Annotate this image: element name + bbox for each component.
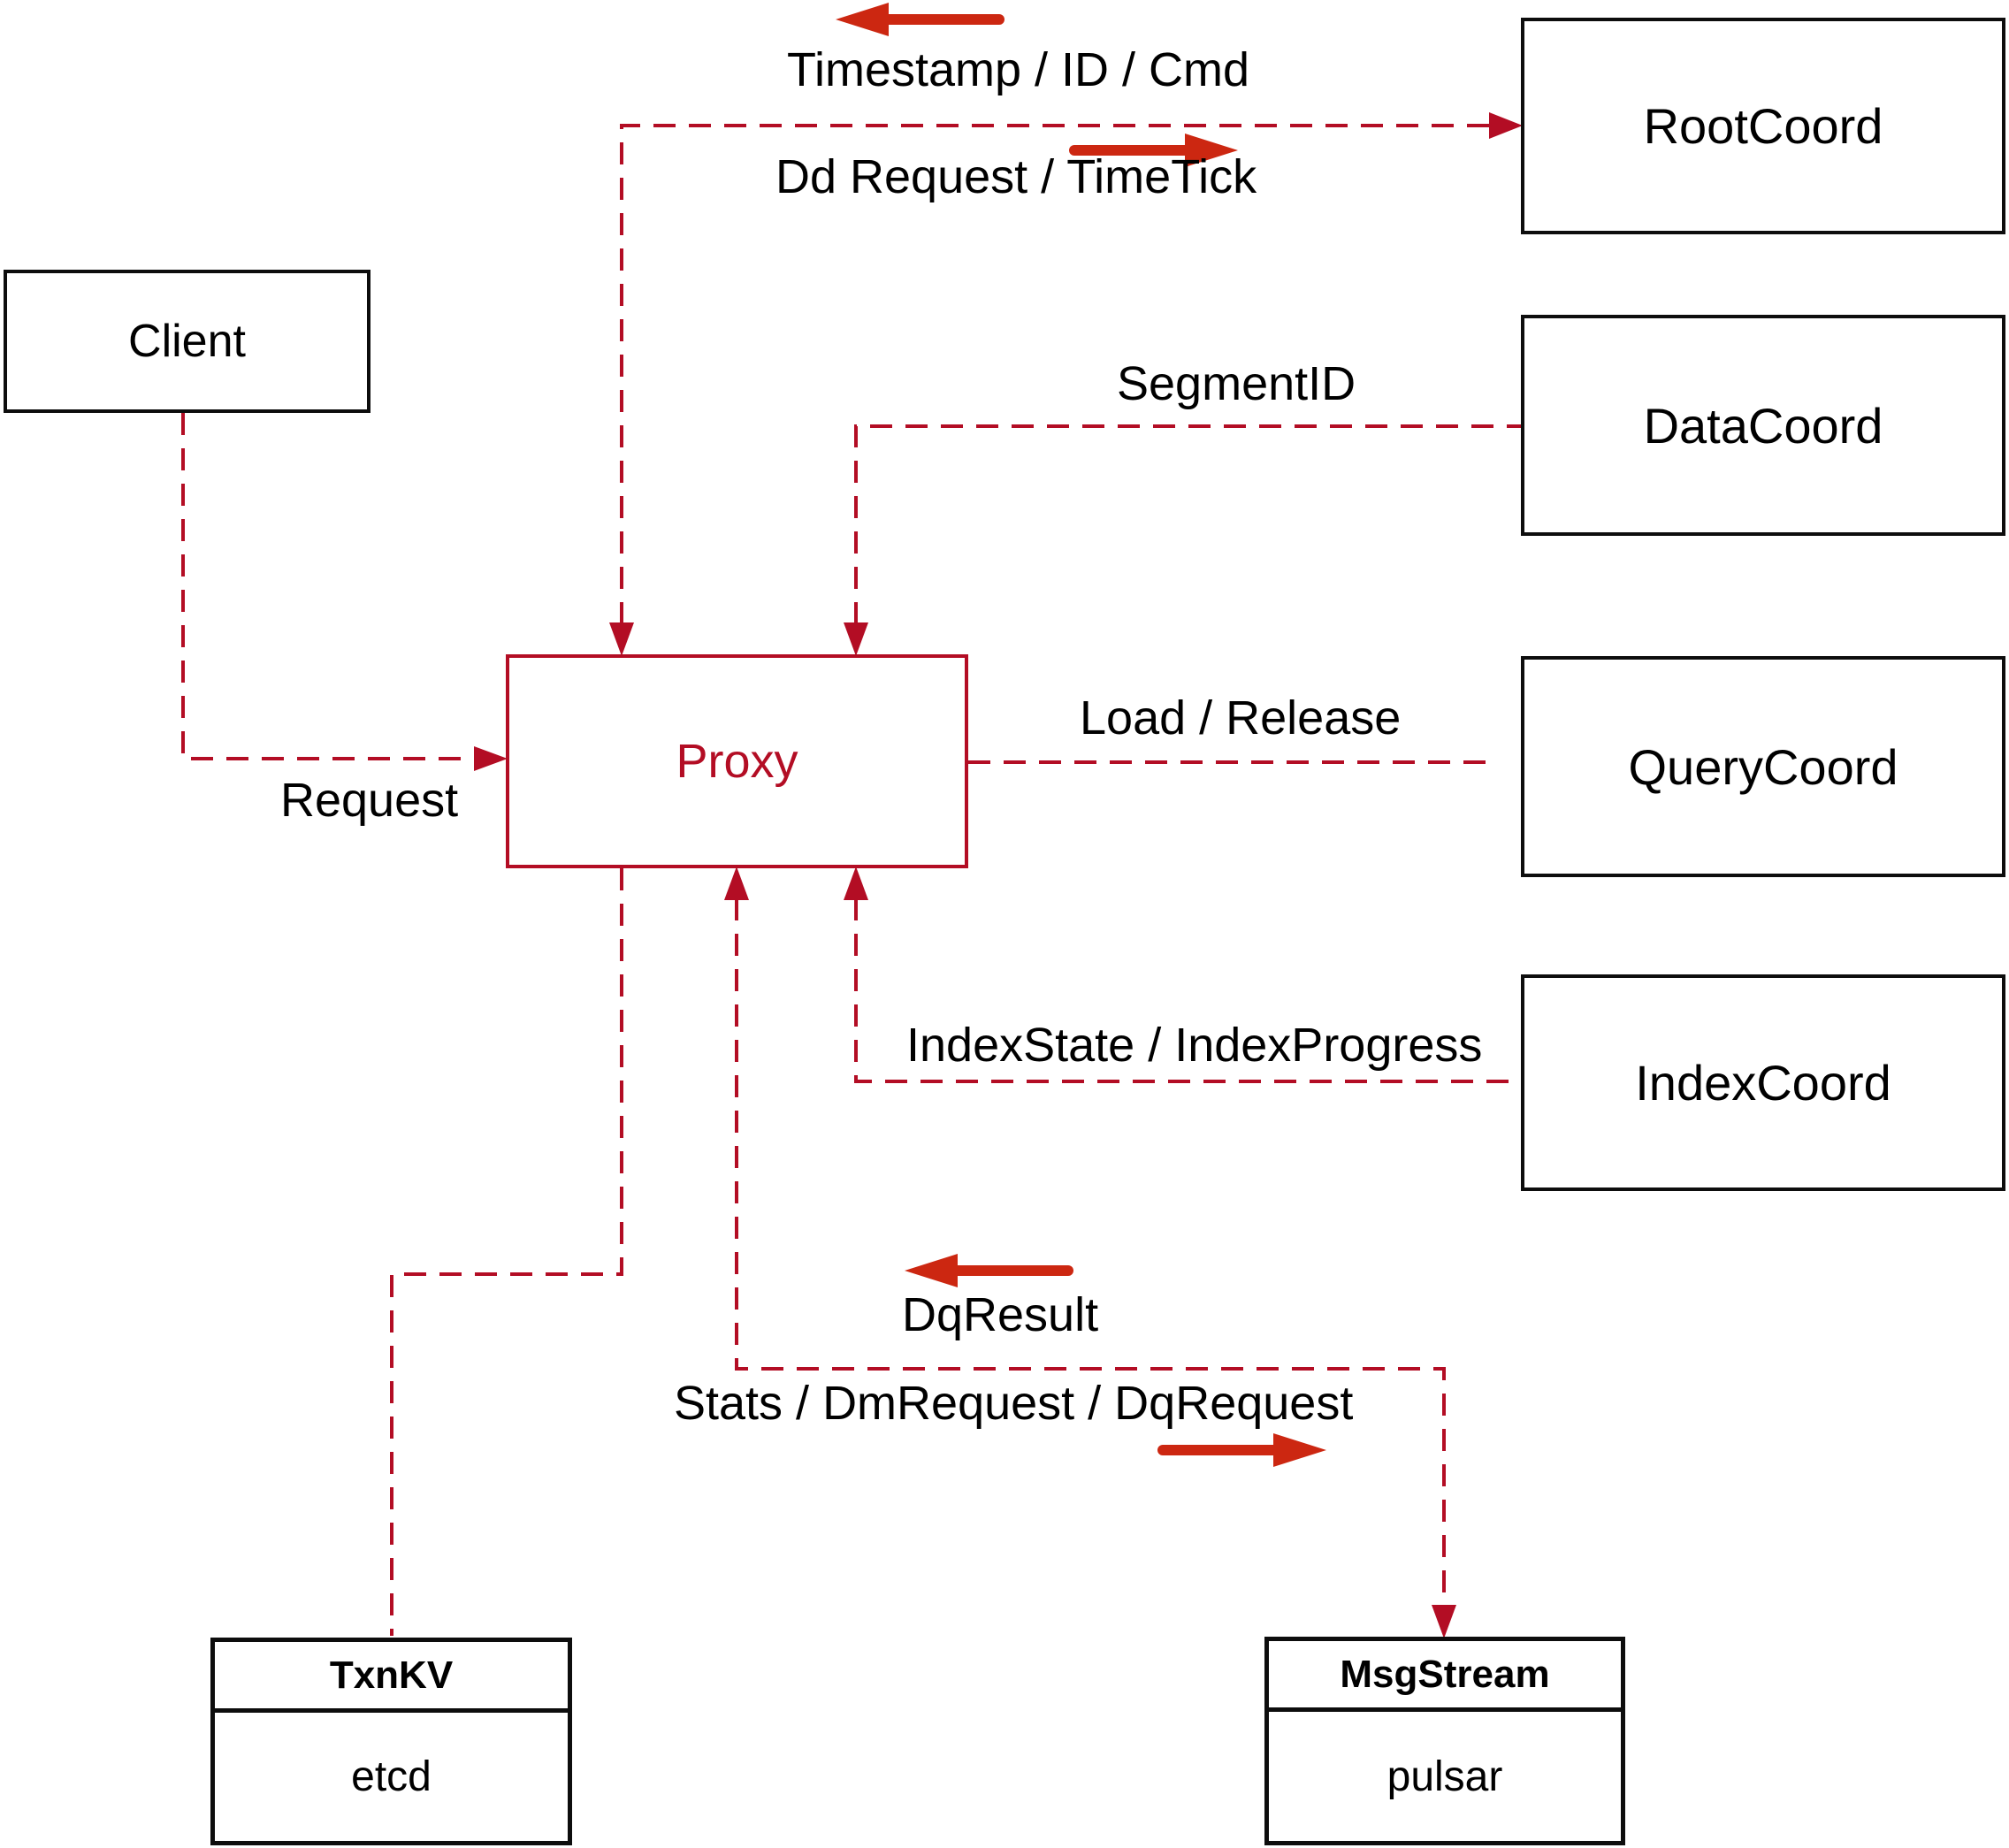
edge-label-request: Request — [280, 774, 459, 827]
node-indexcoord-label: IndexCoord — [1635, 1055, 1891, 1111]
node-client-label: Client — [128, 316, 246, 367]
edge-proxy-datacoord — [854, 424, 1521, 624]
direction-arrow-dqresult-left-icon — [905, 1254, 1073, 1287]
arrowhead-into-proxy-top-left — [609, 622, 634, 656]
direction-arrow-timestamp-left-icon — [836, 3, 1004, 36]
edge-label-stats: Stats / DmRequest / DqRequest — [674, 1377, 1354, 1430]
node-querycoord: QueryCoord — [1521, 656, 2005, 877]
edge-label-index-state: IndexState / IndexProgress — [906, 1019, 1483, 1072]
edge-proxy-msgstream — [735, 898, 1446, 1607]
edge-label-load-release: Load / Release — [1080, 691, 1402, 745]
arrowhead-into-proxy-bottom-right — [844, 867, 868, 900]
edge-proxy-indexcoord — [854, 898, 1521, 1083]
node-client: Client — [4, 270, 370, 413]
node-proxy: Proxy — [506, 654, 968, 868]
node-datacoord-label: DataCoord — [1643, 397, 1883, 454]
arrowhead-into-rootcoord — [1489, 112, 1523, 139]
direction-arrow-stats-right-icon — [1157, 1433, 1326, 1467]
arrowhead-into-proxy-bottom-left — [724, 867, 749, 900]
node-msgstream-subtitle: pulsar — [1386, 1753, 1503, 1800]
node-rootcoord: RootCoord — [1521, 18, 2005, 234]
node-txnkv-title: TxnKV — [215, 1642, 568, 1713]
node-rootcoord-label: RootCoord — [1643, 98, 1883, 154]
node-msgstream-title: MsgStream — [1269, 1641, 1621, 1712]
edge-client-proxy — [181, 413, 474, 760]
node-querycoord-label: QueryCoord — [1628, 738, 1898, 795]
node-indexcoord: IndexCoord — [1521, 974, 2005, 1191]
edge-label-segment-id: SegmentID — [1117, 357, 1356, 410]
node-msgstream: MsgStream pulsar — [1264, 1637, 1625, 1845]
node-proxy-label: Proxy — [676, 735, 798, 788]
node-txnkv: TxnKV etcd — [210, 1638, 572, 1845]
node-txnkv-subtitle: etcd — [351, 1753, 432, 1800]
arrowhead-into-msgstream — [1432, 1605, 1456, 1638]
edge-proxy-rootcoord — [620, 124, 1489, 624]
direction-arrow-ddrequest-right-icon — [1069, 134, 1238, 167]
edge-label-dq-result: DqResult — [902, 1288, 1099, 1341]
arrowhead-into-proxy-top-right — [844, 622, 868, 656]
edge-label-timestamp: Timestamp / ID / Cmd — [787, 43, 1250, 96]
edge-proxy-txnkv — [390, 868, 623, 1636]
arrowhead-into-proxy-left — [474, 746, 508, 771]
node-datacoord: DataCoord — [1521, 315, 2005, 536]
edge-label-dd-request: Dd Request / TimeTick — [775, 150, 1257, 203]
